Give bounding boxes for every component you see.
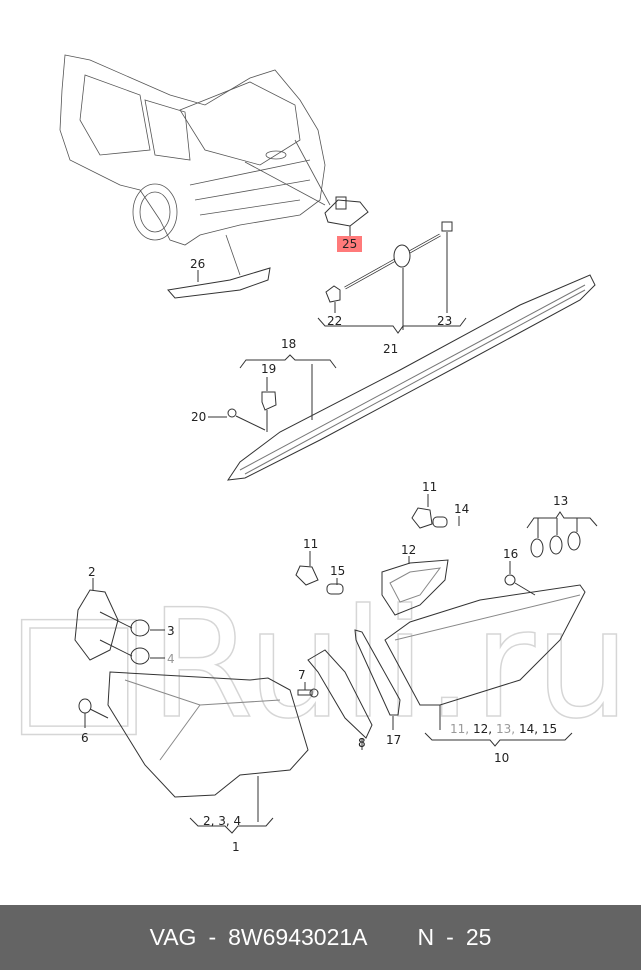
part-number: 8W6943021A bbox=[228, 924, 368, 950]
group-label-10-item-12: 12, bbox=[473, 722, 493, 736]
part-10-inner-lamp bbox=[384, 584, 586, 706]
callout-16[interactable]: 16 bbox=[503, 547, 519, 561]
callout-14[interactable]: 14 bbox=[454, 502, 470, 516]
callout-25-highlighted[interactable]: 25 bbox=[337, 236, 363, 252]
callout-21[interactable]: 21 bbox=[383, 342, 399, 356]
part-info-footer: VAG - 8W6943021A N - 25 bbox=[0, 905, 641, 970]
part-1-tail-lamp bbox=[107, 671, 309, 798]
brand-label: VAG bbox=[149, 924, 197, 950]
callout-11-top[interactable]: 11 bbox=[422, 480, 438, 494]
part-12-gasket bbox=[381, 559, 449, 616]
separator-2: - bbox=[446, 924, 454, 950]
parts-diagram: □Ruli.ru bbox=[7, 54, 631, 854]
watermark: □Ruli.ru bbox=[7, 578, 631, 752]
callout-6[interactable]: 6 bbox=[81, 731, 89, 745]
callout-3[interactable]: 3 bbox=[167, 624, 175, 638]
group-label-10-item-11: 11, bbox=[450, 722, 470, 736]
callout-2[interactable]: 2 bbox=[88, 565, 96, 579]
callout-22[interactable]: 22 bbox=[327, 314, 343, 328]
callout-15[interactable]: 15 bbox=[330, 564, 346, 578]
part-18-light-bar bbox=[226, 274, 596, 481]
callout-7[interactable]: 7 bbox=[298, 668, 306, 682]
callout-8[interactable]: 8 bbox=[358, 736, 366, 750]
callout-17[interactable]: 17 bbox=[386, 733, 402, 747]
group-label-10-item-13: 13, bbox=[496, 722, 516, 736]
part-26-reflector-strip bbox=[167, 267, 271, 299]
callout-26[interactable]: 26 bbox=[190, 257, 206, 271]
part-25-license-light bbox=[324, 199, 369, 227]
part-8-trim bbox=[307, 649, 373, 739]
callout-19[interactable]: 19 bbox=[261, 362, 277, 376]
car-rear-view bbox=[59, 54, 331, 276]
callout-11-left[interactable]: 11 bbox=[303, 537, 319, 551]
callout-10[interactable]: 10 bbox=[494, 751, 510, 765]
position-label: N bbox=[417, 924, 435, 950]
exploded-view-drawing bbox=[59, 54, 598, 834]
callout-1[interactable]: 1 bbox=[232, 840, 240, 854]
part-2-bulb-holder bbox=[74, 589, 119, 661]
callout-12[interactable]: 12 bbox=[401, 543, 417, 557]
callout-4[interactable]: 4 bbox=[167, 652, 175, 666]
part-17-seal bbox=[354, 629, 401, 716]
callout-18[interactable]: 18 bbox=[281, 337, 297, 351]
position-number: 25 bbox=[465, 924, 492, 950]
callout-23[interactable]: 23 bbox=[437, 314, 453, 328]
callout-20[interactable]: 20 bbox=[191, 410, 207, 424]
group-label-10-items-14-15: 14, 15 bbox=[519, 722, 558, 736]
group-label-1: 2, 3, 4 bbox=[203, 814, 242, 828]
callout-13[interactable]: 13 bbox=[553, 494, 569, 508]
separator: - bbox=[208, 924, 217, 950]
part-19-clip bbox=[261, 391, 277, 411]
